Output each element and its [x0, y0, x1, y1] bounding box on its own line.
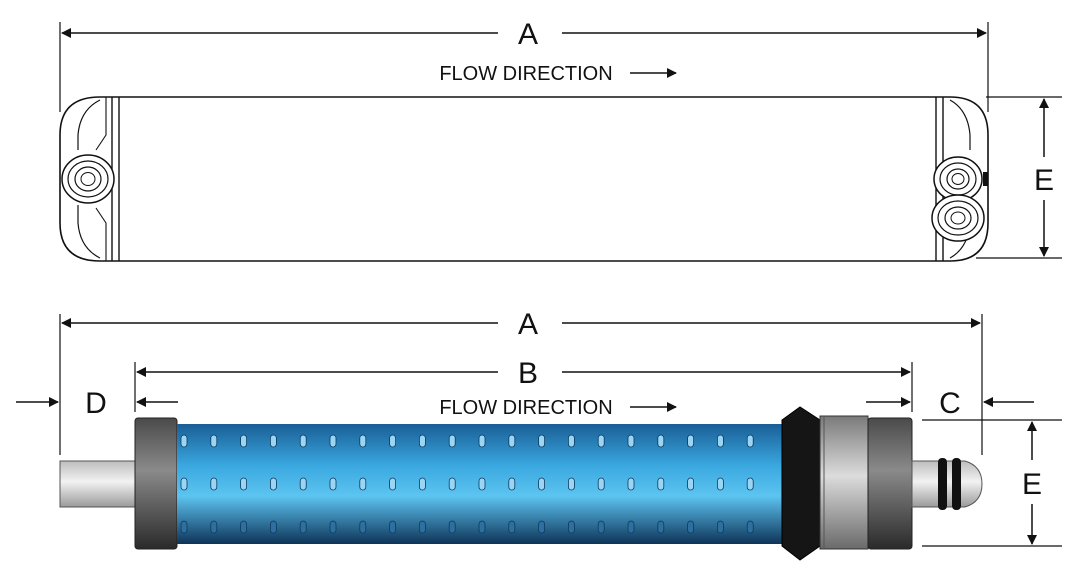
dim-e-label: E: [1034, 164, 1054, 197]
dim-a-label: A: [518, 308, 538, 341]
perforation-hole: [568, 434, 575, 448]
perforation-hole: [329, 434, 337, 448]
perforation-hole: [210, 434, 218, 448]
right-port-fitting-lower: [931, 194, 985, 242]
perforation-hole: [597, 520, 605, 534]
perforation-hole: [389, 434, 397, 448]
right-end-cap: [867, 417, 913, 550]
dim-e-label: E: [1022, 468, 1042, 501]
perforation-hole: [597, 434, 605, 448]
perforation-hole: [508, 520, 516, 534]
left-port-fitting: [61, 154, 115, 204]
perforation-hole: [478, 434, 486, 448]
perforation-hole: [240, 434, 248, 448]
end-collar: [819, 415, 869, 550]
left-cap-edge-bottom: [95, 207, 107, 261]
dim-d-label: D: [85, 387, 107, 420]
left-cap-edge: [95, 97, 107, 151]
perforation-hole: [359, 520, 367, 534]
perforation-hole: [687, 477, 694, 491]
perforation-hole: [478, 477, 486, 491]
perforation-hole: [568, 477, 575, 491]
o-ring-1: [938, 458, 947, 510]
perforation-hole: [269, 520, 277, 534]
perforation-hole: [240, 477, 248, 491]
perforation-hole: [627, 434, 635, 448]
top-view: A FLOW DIRECTION: [59, 18, 1062, 262]
right-cap-contour: [949, 99, 971, 150]
left-end-cap: [134, 417, 178, 550]
flow-direction-label: FLOW DIRECTION: [439, 63, 612, 85]
perforation-hole: [418, 477, 426, 491]
perforation-hole: [627, 520, 635, 534]
bottom-view: A B D C FLOW DIRECTION: [16, 308, 1062, 561]
perforation-hole: [627, 477, 635, 491]
perforation-hole: [418, 520, 426, 534]
perforation-hole: [746, 434, 754, 448]
perforation-hole: [359, 434, 367, 448]
perforation-hole: [389, 520, 397, 534]
perforation-hole: [329, 520, 337, 534]
perforation-hole: [687, 520, 694, 534]
perforation-hole: [538, 434, 545, 448]
perforations: [180, 434, 754, 534]
perforation-hole: [180, 520, 188, 534]
perforation-hole: [299, 520, 307, 534]
perforation-hole: [717, 434, 724, 448]
brine-seal: [781, 406, 821, 561]
perforation-hole: [717, 477, 724, 491]
perforation-hole: [299, 477, 307, 491]
perforation-hole: [597, 477, 605, 491]
perforation-hole: [508, 477, 516, 491]
perforation-hole: [329, 477, 337, 491]
perforation-hole: [538, 477, 545, 491]
left-cap-contour-bottom: [77, 205, 101, 259]
perforation-hole: [240, 520, 248, 534]
perforation-hole: [746, 520, 754, 534]
perforation-hole: [687, 434, 694, 448]
perforation-hole: [389, 477, 397, 491]
housing-outline: [59, 96, 989, 262]
left-cap-contour: [77, 99, 101, 150]
perforation-hole: [418, 434, 426, 448]
o-ring-2: [952, 458, 961, 510]
left-pipe: [59, 460, 139, 508]
perforation-hole: [269, 434, 277, 448]
perforation-hole: [657, 477, 665, 491]
perforation-hole: [210, 477, 218, 491]
perforation-hole: [568, 520, 575, 534]
perforation-hole: [657, 520, 665, 534]
perforation-hole: [657, 434, 665, 448]
dim-c-label: C: [939, 387, 961, 420]
perforation-hole: [359, 477, 367, 491]
dim-a-label: A: [518, 18, 538, 51]
perforation-hole: [180, 477, 188, 491]
flow-direction-label: FLOW DIRECTION: [439, 397, 612, 419]
perforation-hole: [448, 434, 456, 448]
right-port-fitting-upper: [933, 156, 983, 202]
perforation-hole: [538, 520, 545, 534]
right-port-tab: [983, 172, 988, 186]
perforation-hole: [717, 520, 724, 534]
perforation-hole: [448, 520, 456, 534]
perforation-hole: [180, 434, 188, 448]
perforation-hole: [746, 477, 754, 491]
perforation-hole: [508, 434, 516, 448]
perforation-hole: [448, 477, 456, 491]
perforation-hole: [210, 520, 218, 534]
perforation-hole: [478, 520, 486, 534]
perforation-hole: [269, 477, 277, 491]
perforation-hole: [299, 434, 307, 448]
dim-b-label: B: [518, 357, 538, 390]
